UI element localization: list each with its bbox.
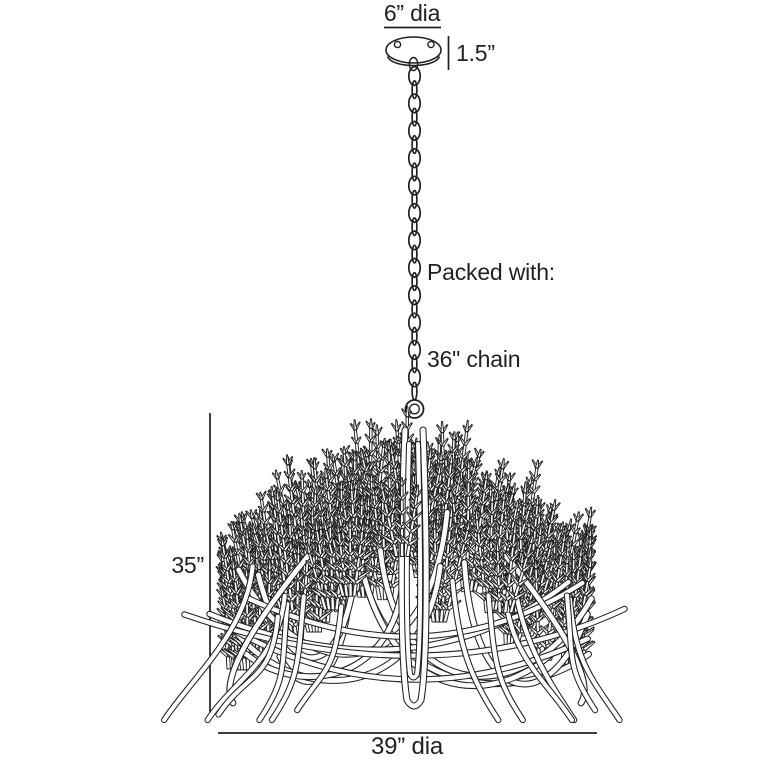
packing-note: Packed with: 36" chain (427, 200, 555, 432)
chandelier-drawing (161, 405, 628, 724)
fixture-height-label: 35” (171, 552, 204, 578)
canopy-diameter-label: 6” dia (383, 0, 441, 26)
canopy-height-label: 1.5” (456, 40, 495, 66)
canopy-drawing (385, 36, 442, 72)
dimension-lines (209, 26, 597, 734)
fixture-diameter-label: 39” dia (371, 733, 443, 760)
packing-note-line2: 36" chain (427, 346, 521, 372)
packing-note-line1: Packed with: (427, 259, 555, 285)
chain-drawing (404, 65, 425, 419)
